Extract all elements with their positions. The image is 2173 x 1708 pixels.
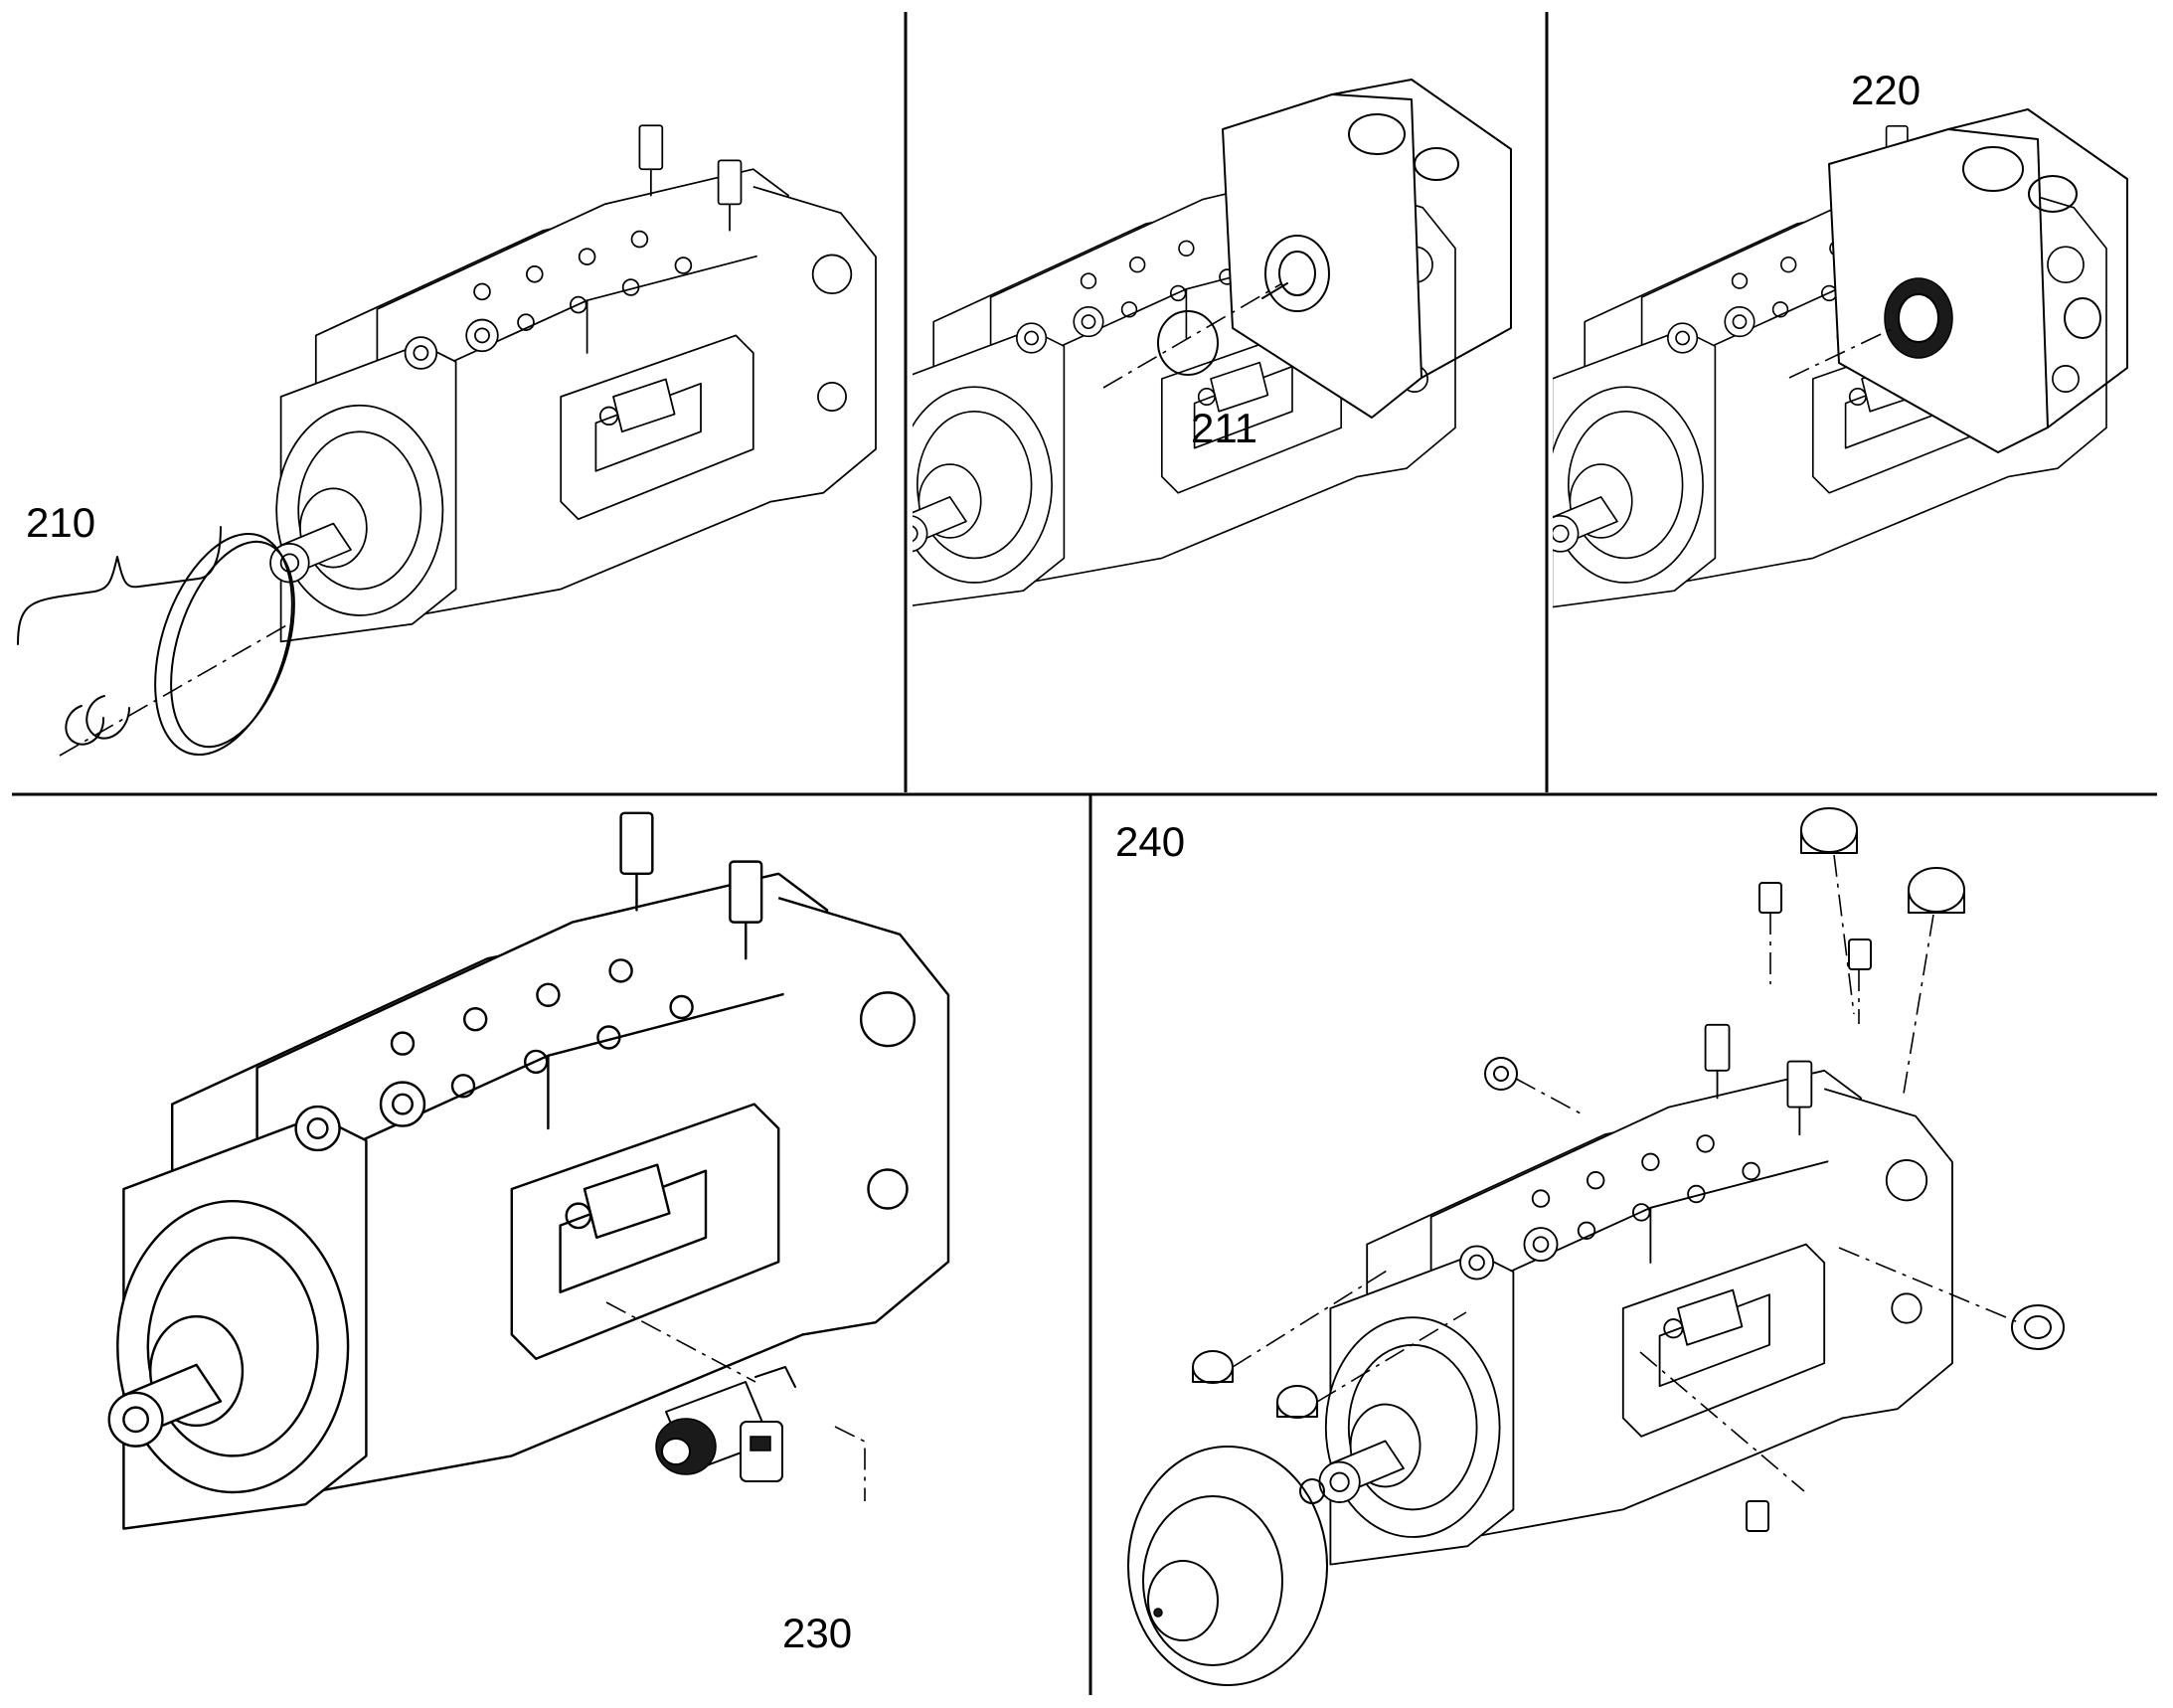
assembly-axis	[1102, 282, 1283, 389]
assembly-axes	[1232, 854, 2019, 1492]
snap-ring-1	[85, 695, 130, 740]
callout-220: 220	[1851, 67, 1922, 113]
plug-middle	[1276, 1385, 1318, 1419]
panel-230	[107, 811, 950, 1530]
pump-assembly	[1318, 1023, 1953, 1566]
solenoid-valve-230	[655, 1366, 796, 1482]
o-ring-large	[154, 532, 293, 757]
pump-assembly	[107, 811, 950, 1530]
o-ring-211	[1157, 310, 1219, 376]
o-ring-large-inner	[170, 540, 295, 749]
panel-frame	[12, 12, 2157, 1695]
assembly-axis	[59, 623, 289, 757]
assembly-axis	[1788, 327, 1895, 379]
callout-230: 230	[782, 1610, 853, 1656]
plug-right	[2011, 1304, 2065, 1350]
callout-210: 210	[26, 499, 96, 546]
panel-220	[1553, 108, 2128, 608]
fitting-upper-left	[1484, 1057, 1518, 1091]
panel-210	[17, 124, 877, 757]
shaft-cover	[1127, 1446, 1328, 1686]
panel-240	[1127, 807, 2065, 1686]
callout-211: 211	[1191, 405, 1257, 451]
callout-240: 240	[1115, 818, 1186, 865]
assembly-axis	[605, 1301, 866, 1501]
auxiliary-pump-220	[1828, 108, 2128, 453]
panel-211	[913, 79, 1512, 608]
clip-bottom	[1746, 1500, 1769, 1532]
clip-1	[1758, 882, 1782, 914]
cap-top-1	[1800, 807, 1858, 854]
pump-assembly	[269, 124, 877, 643]
cap-top-2	[1908, 867, 1965, 914]
rear-pump-cover	[1222, 79, 1512, 419]
plug-left	[1192, 1350, 1234, 1384]
clip-2	[1848, 939, 1872, 970]
snap-ring-2	[65, 705, 105, 746]
